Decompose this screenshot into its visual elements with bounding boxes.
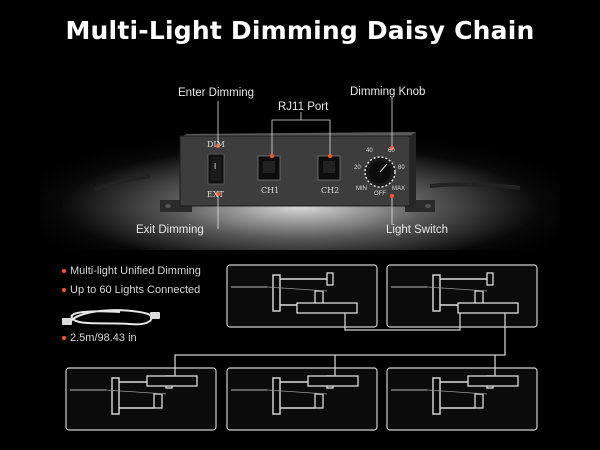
switch-label-ext: EXT	[207, 190, 224, 199]
knob-tick-60: 60	[388, 148, 395, 154]
knob-tick-80: 80	[398, 165, 405, 171]
callout-light-switch: Light Switch	[386, 224, 449, 236]
feature-list: Multi-light Unified Dimming Up to 60 Lig…	[62, 262, 201, 300]
switch-mark: I	[214, 162, 217, 171]
bullet-dot	[62, 288, 66, 293]
port-label-ch1: CH1	[261, 186, 280, 195]
knob-off: OFF	[374, 191, 386, 197]
callout-dimming-knob: Dimming Knob	[350, 86, 426, 98]
port-label-ch2: CH2	[321, 186, 340, 195]
callout-exit-dimming: Exit Dimming	[136, 224, 204, 236]
knob-min: MIN	[356, 186, 367, 192]
knob-tick-40: 40	[366, 148, 373, 154]
page-title: Multi-Light Dimming Daisy Chain	[65, 16, 535, 45]
bullet-dot	[62, 269, 66, 274]
knob-tick-20: 20	[354, 165, 361, 171]
cable-length-row: 2.5m/98.43 in	[62, 329, 137, 348]
feature-item: Up to 60 Lights Connected	[62, 281, 201, 300]
feature-item: 2.5m/98.43 in	[62, 329, 137, 348]
switch-label-dim: DIM	[207, 140, 225, 149]
cable-coil-illustration	[62, 309, 160, 326]
knob-max: MAX	[392, 186, 406, 192]
feature-item: Multi-light Unified Dimming	[62, 262, 201, 281]
callout-rj11-port: RJ11 Port	[278, 101, 329, 113]
bullet-dot	[62, 336, 66, 341]
callout-enter-dimming: Enter Dimming	[178, 87, 255, 99]
